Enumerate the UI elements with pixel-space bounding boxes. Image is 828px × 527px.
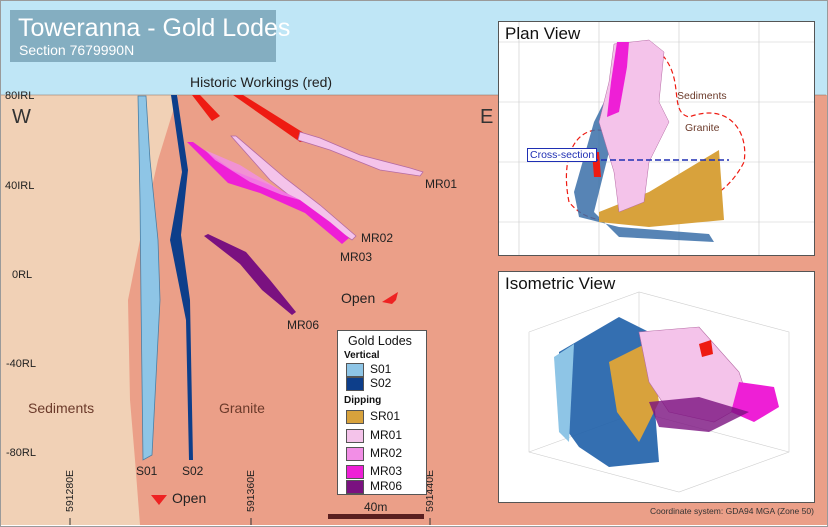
legend-swatch-mr06 [346,480,364,494]
plan-view-title: Plan View [505,24,581,43]
mr02-label: MR02 [361,231,394,245]
mr03-upper [205,150,300,200]
title-background [10,10,276,62]
coordinate-system-note: Coordinate system: GDA94 MGA (Zone 50) [650,506,814,516]
open-arrow-right [382,292,398,304]
legend-dipping-header: Dipping [344,395,382,406]
iso-historic [699,340,713,357]
legend-swatch-mr02 [346,447,364,461]
legend-item-mr01: MR01 [370,428,403,442]
east-label: E [480,106,494,128]
legend-swatch-sr01 [346,410,364,424]
historic-working-1 [192,95,220,121]
legend-item-s01: S01 [370,362,392,376]
sediments-label: Sediments [28,400,95,416]
open-label-bottom: Open [172,490,207,506]
legend-swatch-s02 [346,377,364,391]
legend-item-mr03: MR03 [370,464,403,478]
easting-label-591360: 591360E [245,469,257,512]
legend-swatch-mr03 [346,465,364,479]
s01-label: S01 [136,464,158,478]
easting-label-591280: 591280E [64,469,76,512]
plan-mr03 [607,42,629,117]
legend-swatch-mr01 [346,429,364,443]
plan-view-map [499,22,814,255]
legend-swatch-s01 [346,363,364,377]
s01-lode [137,95,161,461]
historic-working-2 [233,95,315,142]
mr01-label: MR01 [425,177,458,191]
mr02-lode [230,135,357,241]
mr06-label: MR06 [287,318,320,332]
figure-title: Toweranna - Gold Lodes [18,14,291,42]
rl-label-minus80: -80RL [6,447,36,459]
isometric-view-title: Isometric View [505,274,616,293]
rl-label-0: 0RL [12,269,33,281]
s02-label: S02 [182,464,204,478]
rl-label-80: 80IRL [5,90,35,102]
legend-item-mr02: MR02 [370,446,403,460]
scale-label: 40m [364,500,388,514]
mr03-label: MR03 [340,250,373,264]
rl-label-40: 40IRL [5,180,35,192]
s02-lode [170,95,193,460]
cross-section-label: Cross-section [527,148,598,162]
iso-mr06 [649,397,749,432]
mr01-lode [297,131,424,177]
historic-workings-label: Historic Workings (red) [190,74,333,90]
rl-label-minus40: -40RL [6,358,36,370]
open-label-right: Open [341,290,376,306]
legend-item-sr01: SR01 [370,409,401,423]
iso-s01 [554,344,574,442]
plan-view-panel: Plan View Cross-section Sediments Granit… [498,21,815,256]
sediments-zone [1,95,178,525]
legend-item-mr06: MR06 [370,479,403,493]
scale-bar [328,514,424,519]
isometric-view-model [528,291,790,493]
granite-label: Granite [219,400,265,416]
legend-title: Gold Lodes [348,334,412,348]
legend-vertical-header: Vertical [344,350,380,361]
west-label: W [12,106,31,128]
figure-subtitle: Section 7679990N [19,42,135,58]
isometric-view-panel: Isometric View [498,271,815,503]
open-arrow-bottom [151,495,167,505]
plan-granite-label: Granite [685,122,720,134]
plan-sediments-label: Sediments [677,90,727,102]
legend-item-s02: S02 [370,376,392,390]
legend: Gold Lodes Vertical S01 S02 Dipping SR01… [337,330,427,495]
mr06-lode [204,234,296,315]
plan-mr-lodes [598,39,670,213]
